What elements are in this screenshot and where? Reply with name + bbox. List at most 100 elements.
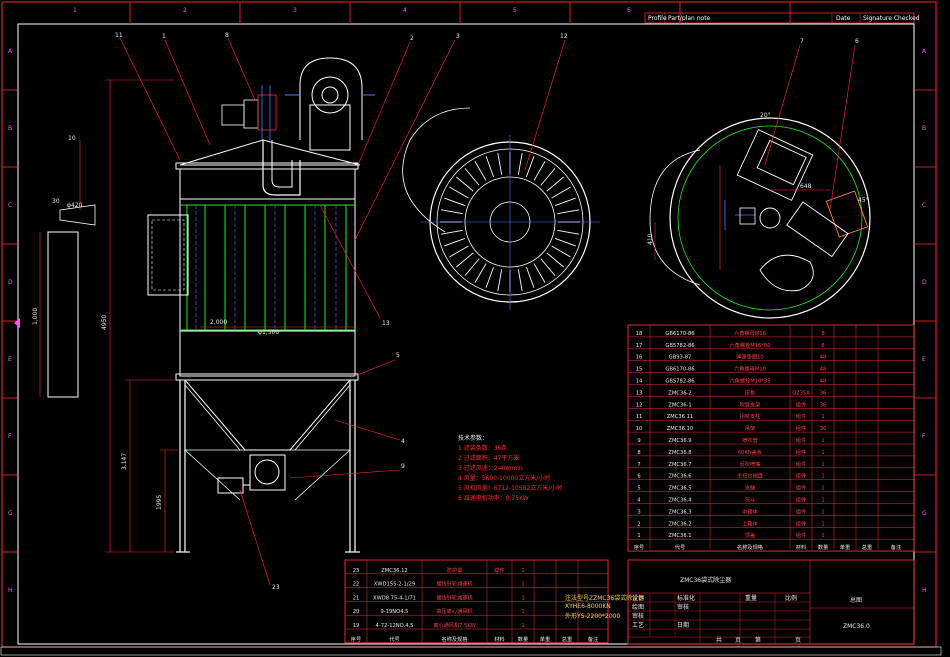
bom-cell: ZMC36.8 [668, 450, 691, 456]
bom-cell: ZMC36-2 [668, 390, 691, 396]
bom-cell: GB93-87 [669, 355, 692, 361]
tb-page2: 页 [795, 637, 801, 644]
bom-cell: 1 [521, 595, 524, 601]
tb-label-craft: 工艺 [632, 621, 644, 629]
bom-cell: 8 [821, 331, 824, 337]
callout-11: 11 [115, 32, 123, 39]
dim-1000: 1,000 [32, 308, 39, 325]
bom-header-cell: 单重 [840, 543, 850, 551]
bom-cell: 焊件 [494, 566, 504, 574]
dim-30: 30 [52, 198, 60, 205]
bom-cell: GB6170-86 [665, 331, 694, 337]
bom-cell: 六角螺母M10 [734, 365, 766, 373]
bom-cell: 组件 [796, 448, 806, 456]
bom-cell: 10 [636, 426, 643, 432]
header-signature: Signature Checked [863, 15, 920, 22]
bom-header-cell: 序号 [351, 635, 361, 643]
bom-cell: 48 [820, 379, 827, 385]
dim-648: 648 [800, 183, 812, 190]
bom-cell: 16 [636, 355, 643, 361]
tb-label-scale: 比例 [785, 594, 797, 602]
bom-cell: 1 [821, 498, 824, 504]
filter-bag-spoke [517, 269, 523, 292]
bom-cell: 20 [353, 609, 360, 615]
bom-cell: 36 [820, 426, 827, 432]
filter-bag-spoke [557, 209, 580, 215]
filter-bag-spoke [449, 245, 469, 258]
bom-cell: 5 [637, 486, 640, 492]
filter-bags [180, 204, 355, 331]
bom-cell: 组件 [796, 496, 806, 504]
bom-header-cell: 数量 [518, 635, 528, 643]
filter-bag-spoke [546, 176, 564, 192]
filter-bag-spoke [551, 245, 571, 258]
bom-cell: XWD8 75-4-1/71 [373, 595, 416, 601]
filter-bag-spoke [444, 197, 466, 207]
filter-bag-spoke [533, 263, 546, 283]
filter-bag-spoke [540, 258, 556, 276]
zone-row-b: B [8, 125, 12, 132]
bom-cell: 2 [637, 521, 640, 527]
bom-cell: 19 [353, 623, 360, 629]
callout-5: 5 [396, 352, 400, 359]
bom-cell: 六角螺母M16 [734, 329, 766, 337]
dim-1500: φ1,500 [258, 329, 279, 336]
bom-cell: ZMC36-1 [668, 402, 691, 408]
zone-row-f: F [8, 433, 12, 440]
center-mark-icon [14, 318, 20, 328]
filter-bag-spoke [464, 168, 480, 186]
bom-cell: GB5782-86 [665, 343, 694, 349]
zone-col-6: 6 [627, 7, 631, 14]
drawing-number: ZMC36.0 [843, 623, 870, 630]
tech-param-4: 4 风量：5600-10000立方米/小时 [458, 474, 550, 482]
bom-cell: 吊架 [745, 425, 755, 432]
rotary-valve [217, 454, 286, 494]
dimension-lines [105, 79, 355, 553]
bom-cell: 21 [353, 595, 360, 601]
bom-cell: 18 [636, 331, 643, 337]
bom-header-cell: 材料 [796, 543, 806, 551]
bom-cell: GB6170-86 [665, 367, 694, 373]
bom-cell: 1 [821, 474, 824, 480]
filter-bag-spoke [485, 266, 495, 288]
zone-row-d: D [8, 279, 13, 286]
bom-header-cell: 总重 [562, 635, 572, 643]
support-legs [176, 380, 360, 553]
bom-cell: ZMC36.11 [667, 414, 694, 420]
top-plan-view: 12 [402, 33, 600, 310]
bom-cell: 摆线针轮减速机 [436, 580, 473, 588]
bom-cell: 17 [636, 343, 643, 349]
bom-header-cell: 代号 [675, 543, 685, 551]
tb-total: 共 [716, 636, 722, 644]
tech-param-6: 6 减速电机功率：0.75KW [458, 494, 529, 502]
bom-cell: 上箱体 [742, 519, 758, 527]
bom-cell: 组件 [796, 436, 806, 444]
bom-cell: 压板 [745, 388, 756, 396]
dim-4950: 4950 [101, 315, 108, 330]
bom-cell: 组件 [796, 460, 806, 468]
bom-cell: 中箱体 [742, 507, 758, 515]
section-view: 7 6 20° 45° 648 410 [647, 38, 871, 319]
bom-cell: 摆线针轮减速机 [436, 593, 473, 601]
zone-row-a: A [8, 48, 13, 55]
tb-note-3: 外形YS-2200*2000 [565, 612, 620, 620]
dim-phi420: φ420 [67, 202, 83, 209]
zone-row-d-right: D [922, 279, 927, 286]
bom-cell: 60KN盖板 [738, 448, 763, 456]
callout-1: 1 [162, 33, 166, 40]
bom-cell: ZMC36.7 [668, 462, 691, 468]
bom-cell: 组件 [796, 507, 806, 515]
bom-cell: 1 [821, 509, 824, 515]
tech-param-1: 1 滤袋条数：36条 [458, 444, 507, 452]
bom-cell: 1 [821, 438, 824, 444]
callout-23: 23 [272, 584, 280, 591]
bom-header-cell: 单重 [540, 635, 550, 643]
bom-header-cell: 名称及规格 [442, 635, 469, 643]
bom-cell: 9-19NO4.5 [381, 609, 409, 615]
bom-cell: 9 [637, 438, 640, 444]
filter-bag-spoke [533, 161, 546, 181]
bom-cell: 组件 [796, 412, 806, 420]
bom-cell: 4-72-12NO.4.5 [376, 623, 414, 629]
bom-cell: 1 [521, 609, 524, 615]
